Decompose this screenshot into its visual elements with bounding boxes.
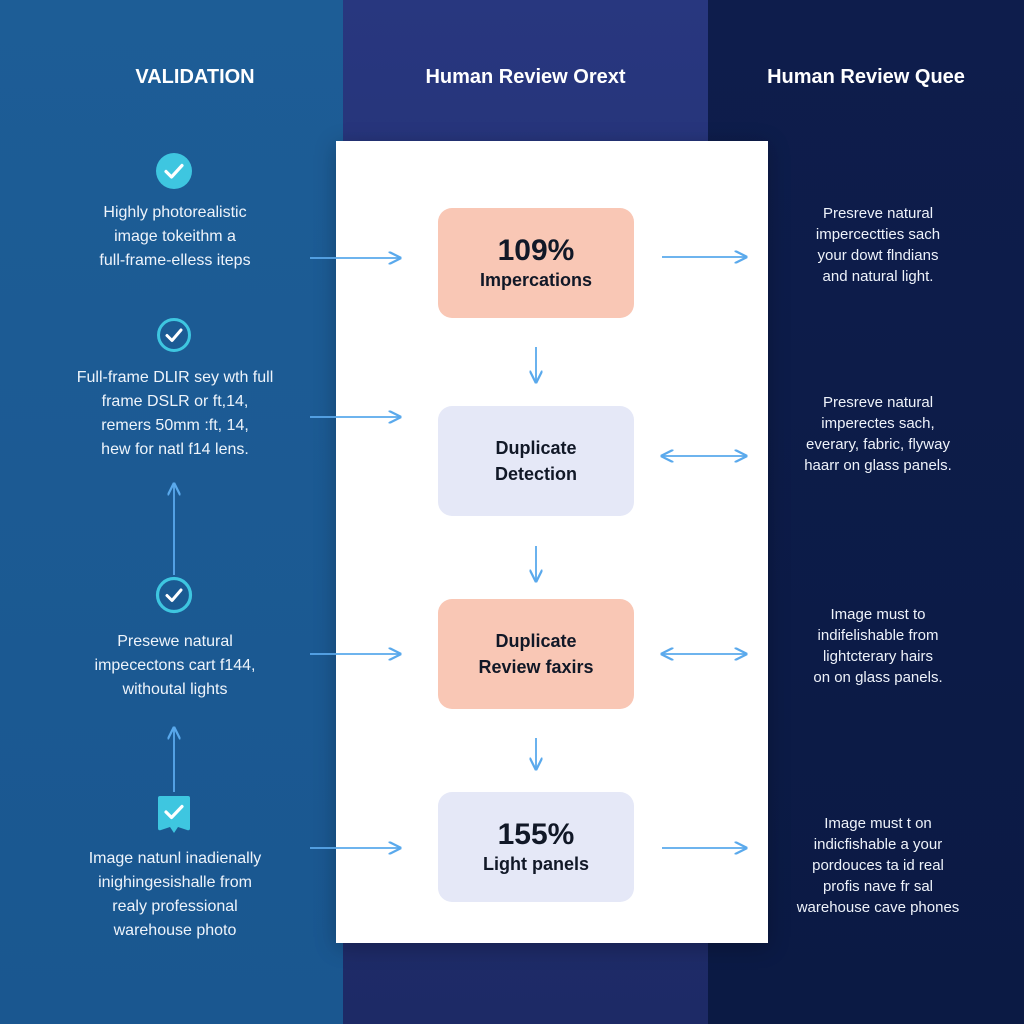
validation-item-4: Image natunl inadienally inighingesishal…	[88, 850, 262, 939]
node-label-line: Duplicate	[495, 631, 577, 651]
check-circle-outline-icon	[155, 576, 193, 614]
review-queue-item-3: Image must to indifelishable from lightc…	[813, 606, 943, 686]
node-label: Light panels	[482, 854, 589, 874]
review-queue-item-1: Presreve natural impercectties sach your…	[815, 205, 941, 285]
node-label-line: Detection	[494, 464, 577, 484]
check-circle-icon	[156, 153, 192, 189]
validation-item-2: Full-frame DLIR sey wth full frame DSLR …	[76, 369, 274, 458]
node-percentage: 109%	[497, 234, 575, 267]
process-node-duplicate-detection: Duplicate Detection	[438, 406, 634, 516]
node-percentage: 155%	[497, 818, 575, 851]
validation-title: VALIDATION	[135, 66, 255, 88]
human-review-middle-title: Human Review Orext	[425, 66, 626, 88]
node-label: Impercations	[479, 270, 593, 290]
node-label-line: Review faxirs	[478, 657, 594, 677]
check-badge-icon	[158, 796, 190, 833]
validation-item-3: Presewe natural impecectons cart f144, w…	[94, 633, 256, 698]
process-node-impercations: 109% Impercations	[438, 208, 634, 318]
review-queue-item-4: Image must t on indicfishable a your por…	[796, 815, 960, 916]
node-label-line: Duplicate	[495, 438, 577, 458]
process-node-duplicate-review: Duplicate Review faxirs	[438, 599, 634, 709]
human-review-queue-title: Human Review Quee	[767, 66, 965, 88]
check-circle-outline-icon	[157, 318, 191, 352]
validation-item-1: Highly photorealistic image tokeithm a f…	[99, 204, 251, 269]
process-node-light-panels: 155% Light panels	[438, 792, 634, 902]
review-queue-item-2: Presreve natural imperectes sach, everar…	[804, 394, 952, 474]
